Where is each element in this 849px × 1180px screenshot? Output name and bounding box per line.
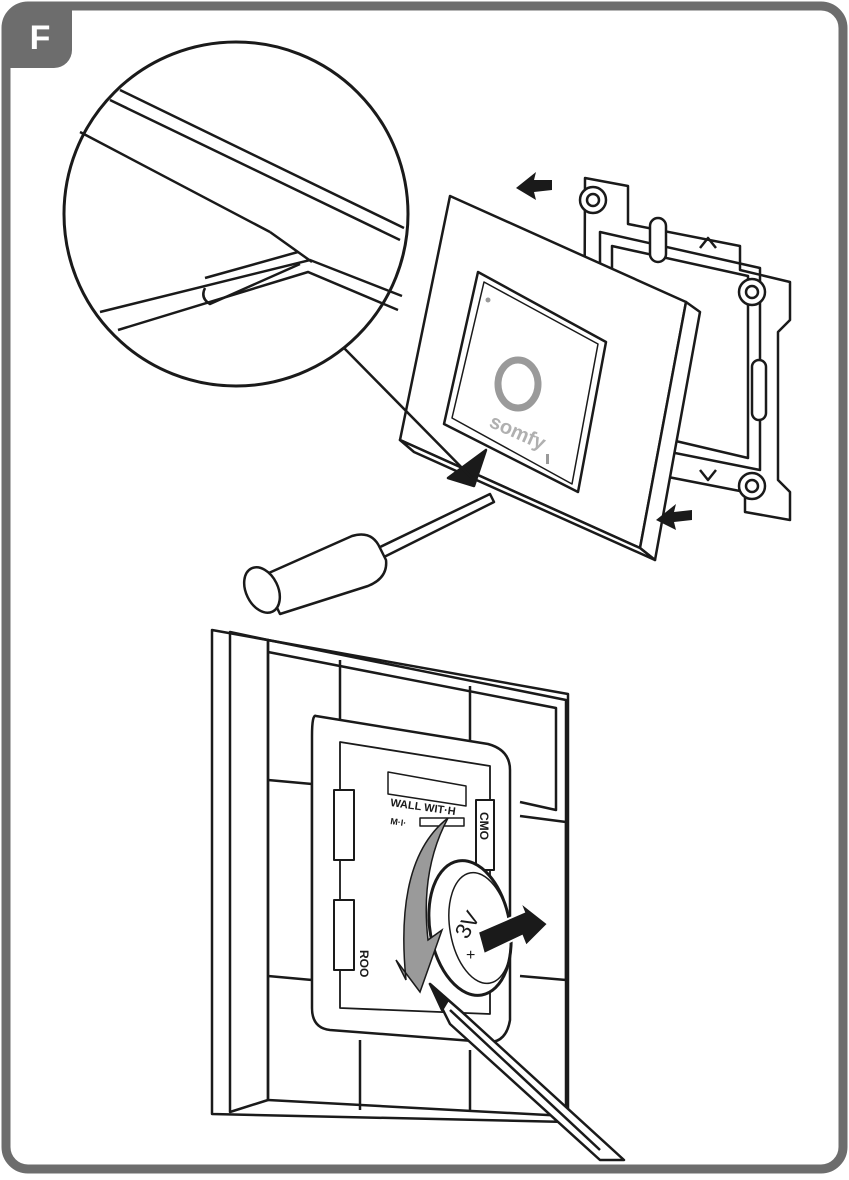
switch-back: [212, 630, 568, 1122]
side-label-2: ROO: [357, 950, 371, 977]
side-label-1: CMO: [477, 812, 491, 840]
step-label: F: [8, 8, 72, 68]
led-indicator: [486, 298, 491, 303]
battery-polarity-label: +: [466, 947, 475, 964]
